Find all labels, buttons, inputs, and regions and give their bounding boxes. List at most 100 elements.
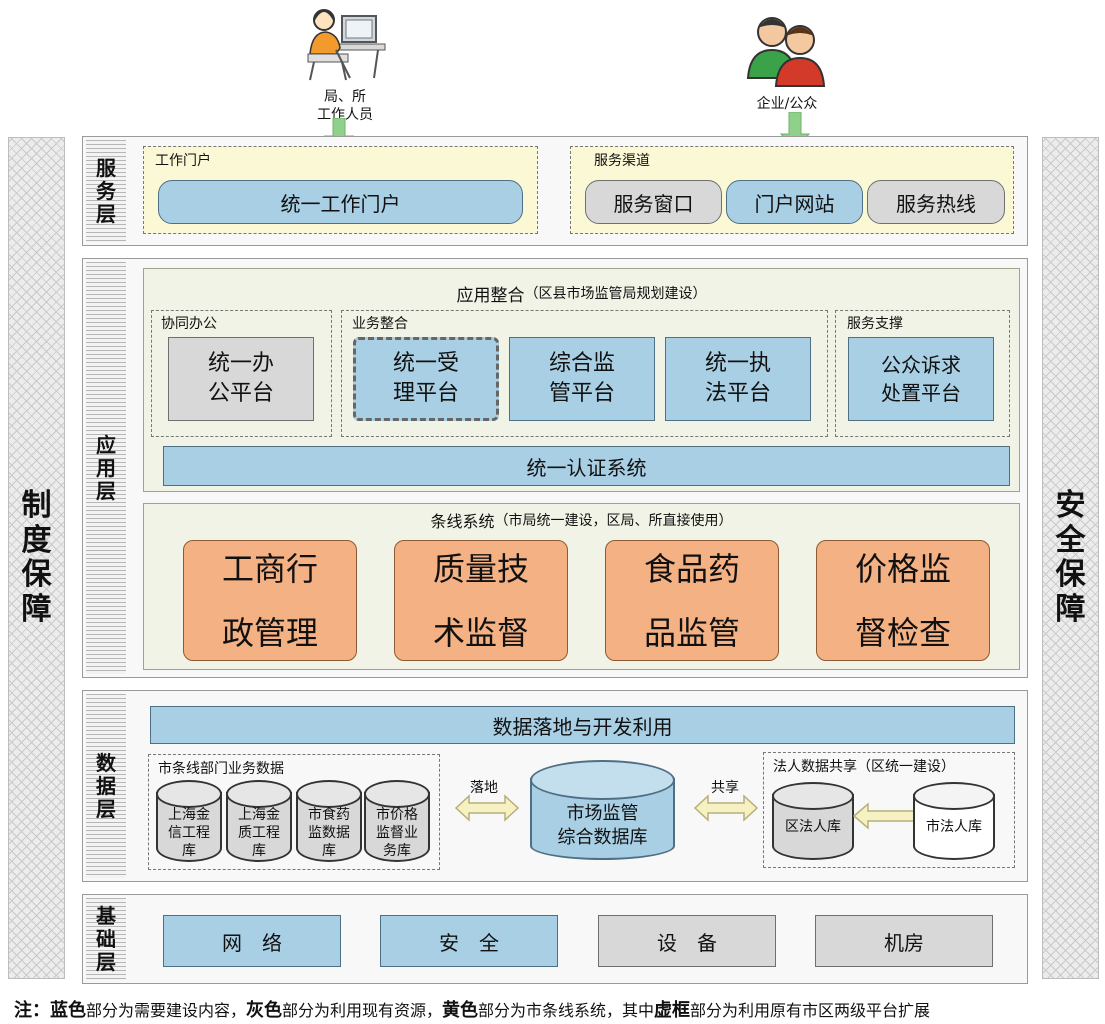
work-portal-item[interactable]: 统一工作门户 [158, 180, 523, 224]
service-support-title: 服务支撑 [847, 316, 903, 332]
district-legal-db[interactable]: 区法人库 [772, 782, 854, 860]
market-db-l1: 市场监管 [566, 803, 639, 824]
business-integration-group [341, 310, 828, 437]
line-systems-title: 条线系统 （市局统一建设，区局、所直接使用） [143, 508, 1020, 532]
public-label: 企业/公众 [756, 96, 818, 112]
data-layer-char-2: 据 [96, 773, 116, 798]
right-char-1: 安 [1055, 488, 1086, 523]
commerce-line1: 工商行 [221, 549, 318, 588]
line-system-quality[interactable]: 质量技 术监督 [394, 540, 568, 661]
city-legal-db[interactable]: 市法人库 [913, 782, 995, 860]
food-drug-line2: 品监管 [643, 613, 740, 652]
legal-person-share-title: 法人数据共享（区统一建设） [773, 759, 955, 775]
service-support-group [835, 310, 1010, 437]
db-food-drug-l2: 监数据 [308, 825, 350, 841]
unified-office-platform[interactable]: 统一办 公平台 [168, 337, 314, 421]
city-line-data-group [148, 754, 440, 870]
unified-acceptance-platform[interactable]: 统一受 理平台 [353, 337, 499, 421]
legal-flow-arrow-icon [852, 802, 915, 830]
supervision-line2: 管平台 [548, 381, 615, 406]
base-security[interactable]: 安 全 [380, 915, 558, 967]
market-db-l2: 综合数据库 [557, 827, 648, 848]
note-text-4: 部分为利用原有市区两级平台扩展 [690, 1001, 931, 1020]
unified-auth-system[interactable]: 统一认证系统 [163, 446, 1010, 486]
db-jinzhi-l1: 上海金 [238, 807, 280, 823]
right-strip-label: 安 全 保 障 [1055, 488, 1086, 627]
enforcement-line2: 法平台 [704, 381, 771, 406]
complaint-line2: 处置平台 [881, 381, 961, 405]
channel-portal-website[interactable]: 门户网站 [726, 180, 863, 224]
channel-service-hotline[interactable]: 服务热线 [867, 180, 1005, 224]
staff-label: 局、所 工作人员 [300, 86, 390, 126]
price-line2: 督检查 [854, 613, 951, 652]
db-price-l1: 市价格 [376, 807, 418, 823]
share-arrow-icon [693, 794, 759, 822]
line-system-food-drug[interactable]: 食品药 品监管 [605, 540, 779, 661]
db-price-l2: 监督业 [376, 825, 418, 841]
data-landing-banner[interactable]: 数据落地与开发利用 [150, 706, 1015, 744]
db-food-drug[interactable]: 市食药 监数据 库 [296, 780, 362, 862]
share-label: 共享 [711, 780, 739, 796]
data-layer-char-3: 层 [96, 796, 116, 821]
service-channel-title: 服务渠道 [594, 153, 650, 169]
note-dashed: 虚框 [654, 1000, 691, 1021]
left-char-3: 保 [21, 557, 52, 592]
enforcement-line1: 统一执 [704, 351, 771, 376]
service-layer-char-2: 务 [96, 178, 116, 203]
public-icon [742, 10, 832, 90]
complaint-line1: 公众诉求 [881, 353, 961, 377]
staff-label-line1: 局、所 [324, 89, 366, 105]
base-layer-label: 基 础 层 [86, 898, 126, 980]
note-gray: 灰色 [246, 1000, 283, 1021]
acceptance-line1: 统一受 [392, 351, 459, 376]
city-db-label: 市法人库 [926, 819, 982, 835]
integration-title-text: 应用整合 [456, 285, 525, 306]
db-jinzhi[interactable]: 上海金 质工程 库 [226, 780, 292, 862]
land-label: 落地 [470, 780, 498, 796]
comprehensive-supervision-platform[interactable]: 综合监 管平台 [509, 337, 655, 421]
base-network[interactable]: 网 络 [163, 915, 341, 967]
left-char-2: 度 [21, 522, 52, 558]
quality-line1: 质量技 [432, 549, 529, 588]
channel-service-window[interactable]: 服务窗口 [585, 180, 722, 224]
public-complaint-platform[interactable]: 公众诉求 处置平台 [848, 337, 994, 421]
service-layer-char-1: 服 [96, 155, 116, 180]
land-arrow-icon [454, 794, 520, 822]
db-jinxin[interactable]: 上海金 信工程 库 [156, 780, 222, 862]
city-db-top [913, 782, 995, 810]
db-jinxin-top [156, 780, 222, 808]
right-char-4: 障 [1055, 591, 1086, 627]
note-prefix: 注： [14, 1000, 50, 1021]
base-equipment[interactable]: 设 备 [598, 915, 776, 967]
city-line-data-title: 市条线部门业务数据 [158, 761, 284, 777]
app-layer-char-1: 应 [96, 432, 116, 457]
db-jinxin-label: 上海金 信工程 库 [156, 806, 222, 860]
line-system-industry-commerce[interactable]: 工商行 政管理 [183, 540, 357, 661]
line-title-note: （市局统一建设，区局、所直接使用） [494, 513, 733, 529]
base-machine-room[interactable]: 机房 [815, 915, 993, 967]
left-strip-label: 制 度 保 障 [21, 488, 52, 627]
db-price-l3: 务库 [383, 843, 411, 859]
service-layer-label: 服 务 层 [86, 140, 126, 242]
unified-office-line1: 统一办 [207, 351, 274, 376]
line-system-price[interactable]: 价格监 督检查 [816, 540, 990, 661]
db-jinxin-l3: 库 [182, 843, 196, 859]
work-portal-title: 工作门户 [155, 153, 211, 169]
db-price[interactable]: 市价格 监督业 务库 [364, 780, 430, 862]
app-layer-char-2: 用 [96, 455, 116, 480]
base-layer-char-1: 基 [96, 903, 116, 928]
db-jinzhi-l2: 质工程 [238, 825, 280, 841]
service-layer-char-3: 层 [96, 201, 116, 226]
market-integrated-db[interactable]: 市场监管 综合数据库 [530, 760, 675, 860]
unified-office-line2: 公平台 [207, 381, 274, 406]
db-price-label: 市价格 监督业 务库 [364, 806, 430, 860]
business-integration-title: 业务整合 [352, 316, 408, 332]
supervision-line1: 综合监 [548, 351, 615, 376]
right-char-3: 保 [1055, 557, 1086, 592]
unified-enforcement-platform[interactable]: 统一执 法平台 [665, 337, 811, 421]
acceptance-line2: 理平台 [392, 381, 459, 406]
market-db-label: 市场监管 综合数据库 [530, 802, 675, 850]
db-jinzhi-label: 上海金 质工程 库 [226, 806, 292, 860]
application-integration-title: 应用整合 （区县市场监管局规划建设） [143, 280, 1020, 306]
commerce-line2: 政管理 [221, 613, 318, 652]
